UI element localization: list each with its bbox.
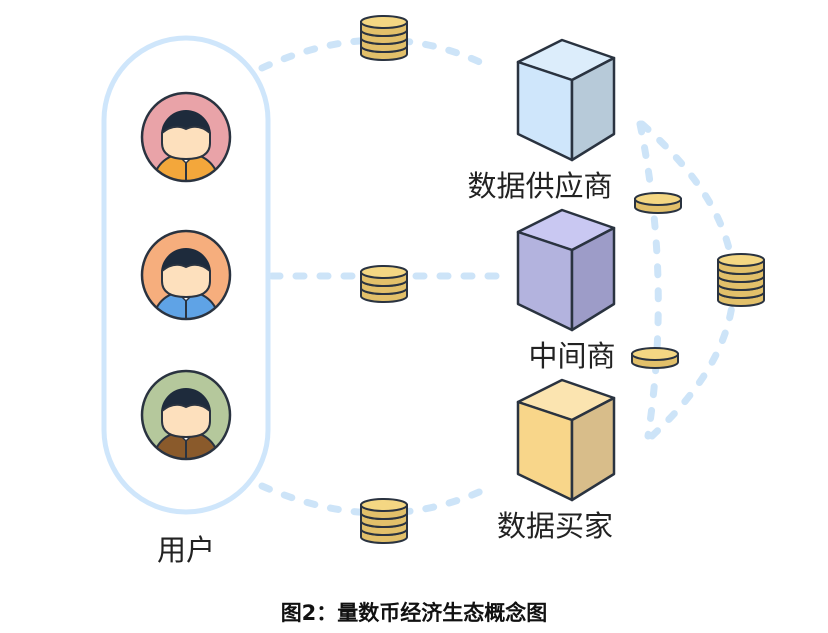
coin-single-upper xyxy=(634,192,682,214)
coin xyxy=(360,498,408,512)
cube-front xyxy=(516,230,574,332)
coin-stack-top xyxy=(360,15,408,61)
link-supplier-buyer-inner xyxy=(636,120,662,440)
face xyxy=(161,263,211,299)
coin xyxy=(634,192,682,206)
link-supplier-buyer-outer xyxy=(638,120,738,440)
cube-front xyxy=(516,60,574,162)
figure-caption: 图2：量数币经济生态概念图 xyxy=(281,601,548,625)
supplier-label: 数据供应商 xyxy=(467,169,612,203)
coin-single-lower xyxy=(631,347,679,369)
buyer-cube xyxy=(516,378,616,502)
cube-side xyxy=(570,396,616,502)
users-label: 用户 xyxy=(157,533,215,567)
coin xyxy=(360,265,408,279)
buyer-label: 数据买家 xyxy=(497,509,613,543)
connection-lines xyxy=(258,36,738,517)
coin-stack-middle xyxy=(360,265,408,303)
cube-front xyxy=(516,400,574,502)
user-avatar-1 xyxy=(140,91,232,183)
middleman-label: 中间商 xyxy=(528,339,615,373)
coin xyxy=(360,15,408,29)
cube-side xyxy=(570,56,616,162)
face xyxy=(161,403,211,439)
user-avatar-3 xyxy=(140,369,232,461)
coin xyxy=(631,347,679,361)
face xyxy=(161,125,211,161)
user-avatar-2 xyxy=(140,229,232,321)
cube-side xyxy=(570,226,616,332)
supplier-cube xyxy=(516,38,616,162)
coin-stack-right xyxy=(717,253,765,307)
users-group-outline xyxy=(101,35,271,515)
coin xyxy=(717,253,765,267)
coin-stack-bottom xyxy=(360,498,408,544)
middleman-cube xyxy=(516,208,616,332)
